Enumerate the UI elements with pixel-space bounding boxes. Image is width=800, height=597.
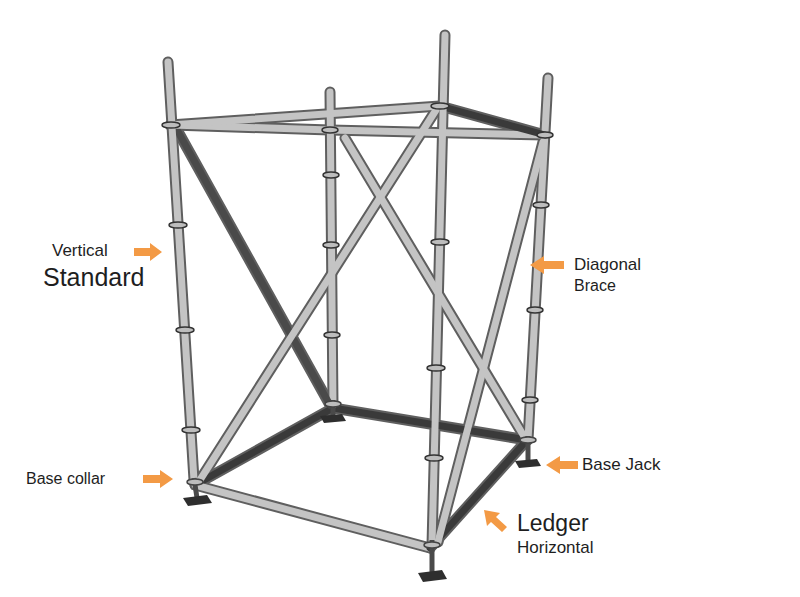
tube-bodies [168, 35, 548, 548]
base-plates [183, 414, 541, 582]
callout-arrows [134, 243, 578, 532]
part-label: Base Jack [582, 456, 660, 475]
base-collars [187, 401, 536, 548]
part-label: Base collar [26, 470, 105, 488]
rosettes [162, 103, 553, 461]
tube-outlines [168, 35, 548, 548]
part-label: Brace [574, 277, 616, 295]
part-label: Ledger [517, 511, 589, 536]
part-label: Standard [43, 264, 144, 292]
part-label: Diagonal [574, 256, 641, 275]
part-label: Horizontal [517, 539, 594, 558]
part-label: Vertical [52, 242, 108, 261]
base-jacks [194, 400, 528, 573]
